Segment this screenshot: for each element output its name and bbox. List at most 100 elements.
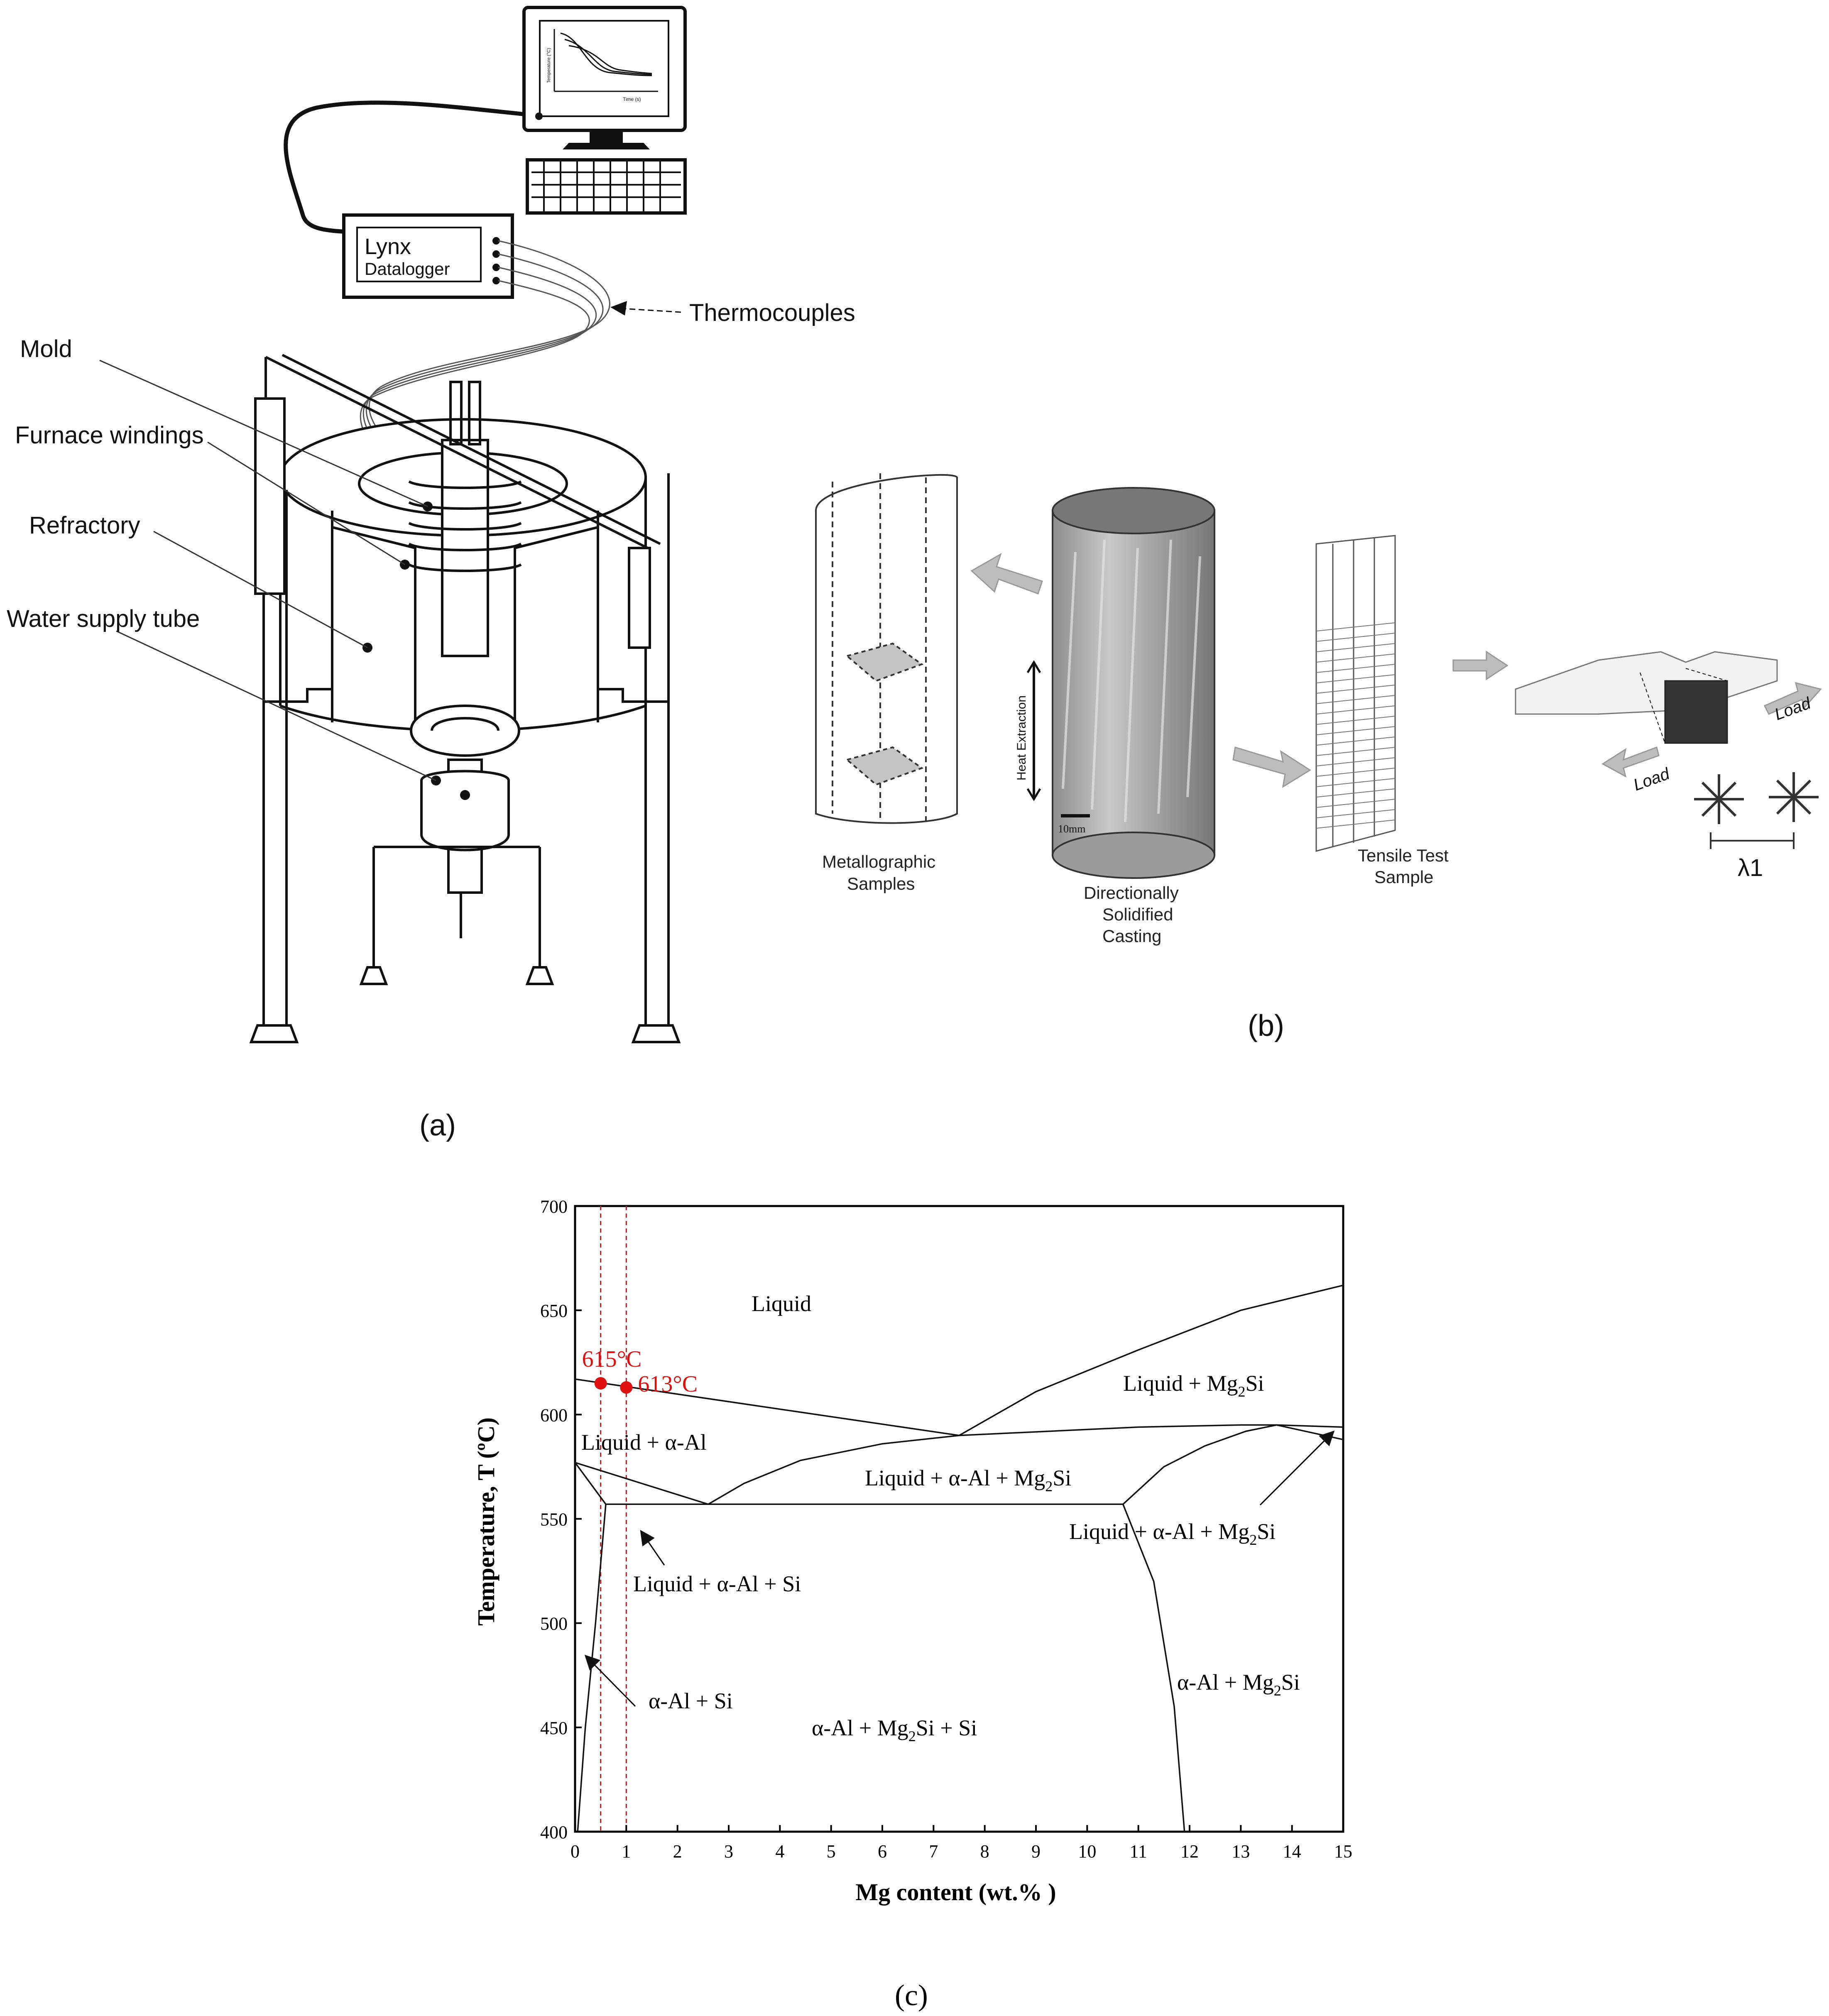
x-tick-label: 11 <box>1129 1841 1147 1862</box>
region-si-4: Si + Si <box>916 1715 977 1740</box>
phase-boundary-line <box>577 1504 607 1832</box>
y-axis-title: Temperature, T (ºC) <box>473 1417 499 1626</box>
scale-label: 10mm <box>1058 823 1085 835</box>
region-liquid-al-si: Liquid + α-Al + Si <box>633 1571 801 1596</box>
label-tensile-2: Sample <box>1374 867 1433 887</box>
panel-a: Temperature (°C) Time (s) <box>7 6 855 1142</box>
region-liquid-al: Liquid + α-Al <box>581 1430 707 1455</box>
thermocouples-arrowhead <box>610 301 627 316</box>
region-sub-2: 2 <box>1045 1478 1053 1495</box>
region-si-2: Si <box>1053 1466 1071 1490</box>
phase-boundary-line <box>959 1284 1344 1436</box>
region-liquid-mg2si: Liquid + Mg2Si <box>1123 1371 1264 1400</box>
datalogger-line2: Datalogger <box>365 259 450 279</box>
arrow-to-tensile <box>1232 746 1311 788</box>
region-liquid-al-mg2si-b: Liquid + α-Al + Mg <box>1069 1519 1249 1544</box>
heat-extraction-label: Heat Extraction <box>1015 695 1028 780</box>
caption-c: (c) <box>895 1979 928 2012</box>
region-si-3: Si <box>1257 1519 1276 1544</box>
x-tick-label: 4 <box>775 1841 784 1862</box>
label-metallographic-1: Metallographic <box>822 852 935 871</box>
x-tick-label: 0 <box>570 1841 580 1862</box>
y-tick-label: 650 <box>540 1301 568 1321</box>
region-sub-5: 2 <box>1274 1682 1281 1699</box>
region-liquid: Liquid <box>752 1291 811 1316</box>
x-tick-label: 10 <box>1078 1841 1096 1862</box>
computer-cable <box>284 100 524 234</box>
metallographic-sample <box>815 473 958 826</box>
data-point <box>620 1381 633 1394</box>
label-mold: Mold <box>20 335 72 362</box>
region-sub-1: 2 <box>1238 1383 1245 1400</box>
phase-boundary-line <box>1122 1504 1185 1832</box>
region-al-mg2si-si-a: α-Al + Mg <box>812 1715 908 1740</box>
x-tick-label: 8 <box>980 1841 989 1862</box>
casting-cylinder: Heat Extraction 10mm <box>1015 487 1215 879</box>
label-metallographic-2: Samples <box>847 874 915 893</box>
monitor-xlabel: Time (s) <box>623 96 641 102</box>
y-tick-label: 600 <box>540 1405 568 1425</box>
label-water-supply-tube: Water supply tube <box>7 605 200 632</box>
x-axis-title: Mg content (wt.% ) <box>855 1879 1056 1906</box>
panel-a-leaders <box>99 360 436 781</box>
x-tick-label: 9 <box>1031 1841 1041 1862</box>
y-tick-label: 500 <box>540 1614 568 1634</box>
computer-icon: Temperature (°C) Time (s) <box>522 6 687 215</box>
region-al-si: α-Al + Si <box>649 1688 733 1713</box>
tensile-block <box>1315 535 1396 852</box>
phase-boundary-line <box>574 1462 607 1505</box>
phase-boundary-line <box>1122 1424 1277 1505</box>
x-tick-label: 3 <box>724 1841 733 1862</box>
datalogger-box: Lynx Datalogger <box>342 213 514 299</box>
caption-b: (b) <box>1248 1009 1284 1042</box>
phase-boundary-line <box>575 1378 960 1436</box>
y-tick-label: 450 <box>540 1718 568 1738</box>
arrow-to-specimen <box>1452 651 1508 680</box>
x-tick-label: 1 <box>622 1841 631 1862</box>
region-al-mg2si: α-Al + Mg2Si <box>1177 1670 1300 1699</box>
label-furnace-windings: Furnace windings <box>15 422 204 449</box>
x-tick-label: 6 <box>878 1841 887 1862</box>
x-tick-label: 13 <box>1232 1841 1250 1862</box>
load-arrow-right <box>1763 682 1822 715</box>
panel-b: Metallographic Samples Heat Extraction 1… <box>815 473 1822 1042</box>
water-tube-marker-2 <box>460 790 470 800</box>
x-tick-label: 14 <box>1283 1841 1301 1862</box>
arrow-to-metallographic <box>970 553 1043 595</box>
x-tick-label: 5 <box>827 1841 836 1862</box>
region-sub-3: 2 <box>1249 1532 1257 1548</box>
y-tick-label: 400 <box>540 1822 568 1842</box>
phase-boundary-line <box>575 1462 709 1505</box>
dendrite-icons <box>1694 772 1819 849</box>
region-sub-4: 2 <box>908 1728 916 1744</box>
thermocouple-wires <box>360 240 610 497</box>
furnace-apparatus <box>249 354 681 1043</box>
region-liquid-al-mg2si-a: Liquid + α-Al + Mg <box>865 1466 1045 1490</box>
region-al-mg2si-si: α-Al + Mg2Si + Si <box>812 1715 977 1744</box>
data-point-label: 615°C <box>582 1346 642 1372</box>
region-liquid-al-mg2si: Liquid + α-Al + Mg2Si <box>865 1466 1071 1495</box>
region-liquid-al-mg2si-right: Liquid + α-Al + Mg2Si <box>1069 1519 1276 1548</box>
monitor-ylabel: Temperature (°C) <box>546 48 551 83</box>
x-tick-label: 7 <box>929 1841 938 1862</box>
data-point <box>594 1377 607 1390</box>
tensile-specimen <box>1515 651 1778 744</box>
datalogger-line1: Lynx <box>365 234 411 259</box>
load-arrow-left <box>1601 746 1660 778</box>
data-point-label: 613°C <box>638 1371 698 1397</box>
label-casting-1: Directionally <box>1084 883 1179 903</box>
label-thermocouples: Thermocouples <box>689 299 855 326</box>
region-si-5: Si <box>1281 1670 1300 1695</box>
annotation-arrows <box>584 1430 1335 1707</box>
caption-a: (a) <box>419 1109 456 1142</box>
x-tick-label: 12 <box>1180 1841 1199 1862</box>
region-liquid-mg2si-a: Liquid + Mg <box>1123 1371 1238 1396</box>
label-tensile-1: Tensile Test <box>1358 846 1449 865</box>
phase-boundaries <box>574 1284 1344 1832</box>
label-refractory: Refractory <box>29 512 140 539</box>
phase-boundary-line <box>708 1434 960 1505</box>
